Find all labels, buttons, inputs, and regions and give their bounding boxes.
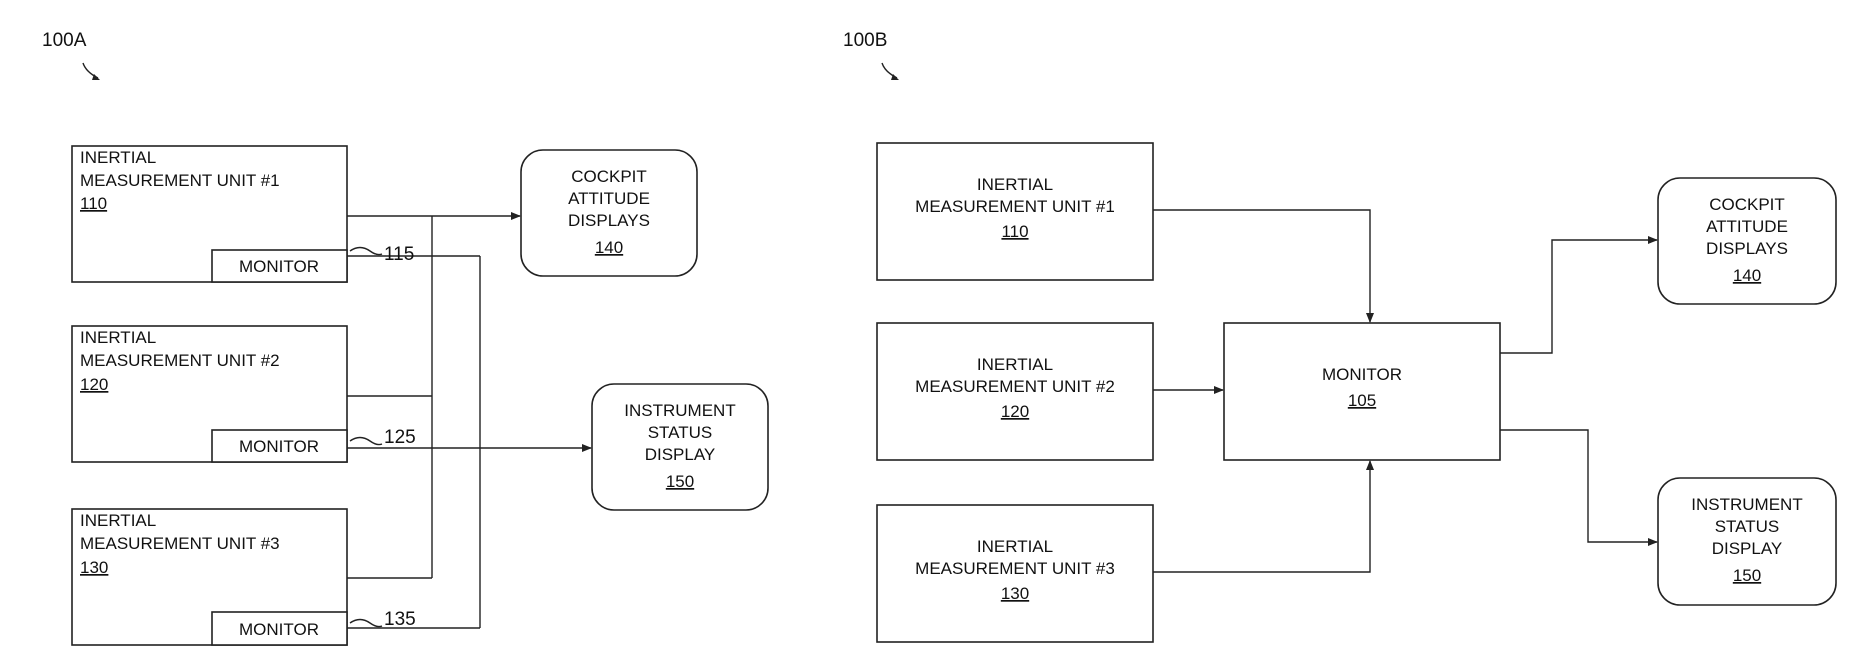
- status-b-line3: DISPLAY: [1712, 539, 1783, 558]
- imu-2-a-line1: INERTIAL: [80, 328, 156, 347]
- monitor-3-a-label: MONITOR: [239, 620, 319, 639]
- imu-1-a-line1: INERTIAL: [80, 148, 156, 167]
- imu-box-1-a: INERTIAL MEASUREMENT UNIT #1 110 MONITOR: [72, 146, 347, 282]
- monitor-ref-1-a-text: 115: [384, 244, 414, 265]
- cockpit-displays-b: COCKPIT ATTITUDE DISPLAYS 140: [1658, 178, 1836, 304]
- monitor-ref-2-a-text: 125: [384, 427, 416, 448]
- cockpit-b-line1: COCKPIT: [1709, 195, 1785, 214]
- cockpit-a-line1: COCKPIT: [571, 167, 647, 186]
- status-b-line1: INSTRUMENT: [1691, 495, 1802, 514]
- status-display-b: INSTRUMENT STATUS DISPLAY 150: [1658, 478, 1836, 605]
- status-b-number: 150: [1733, 566, 1761, 585]
- cockpit-a-line3: DISPLAYS: [568, 211, 650, 230]
- cockpit-displays-a: COCKPIT ATTITUDE DISPLAYS 140: [521, 150, 697, 276]
- imu-3-b-line2: MEASUREMENT UNIT #3: [915, 559, 1115, 578]
- imu-1-b-line1: INERTIAL: [977, 175, 1053, 194]
- cockpit-a-number: 140: [595, 238, 623, 257]
- status-b-line2: STATUS: [1715, 517, 1780, 536]
- imu-3-b-line1: INERTIAL: [977, 537, 1053, 556]
- figure-a-ref-arrow: [83, 63, 100, 80]
- imu-box-1-b: INERTIAL MEASUREMENT UNIT #1 110: [877, 143, 1153, 280]
- status-a-line2: STATUS: [648, 423, 713, 442]
- imu-box-3-a: INERTIAL MEASUREMENT UNIT #3 130 MONITOR: [72, 509, 347, 645]
- monitor-b-number: 105: [1348, 391, 1376, 410]
- imu-2-b-line2: MEASUREMENT UNIT #2: [915, 377, 1115, 396]
- status-a-number: 150: [666, 472, 694, 491]
- figure-100a: 100A INERTIAL MEASUREMENT UNIT #1 110 MO…: [42, 30, 768, 645]
- figure-a-ref: 100A: [42, 30, 87, 51]
- imu-1-a-line2: MEASUREMENT UNIT #1: [80, 171, 280, 190]
- imu-1-a-number: 110: [80, 194, 107, 213]
- imu-3-b-number: 130: [1001, 584, 1029, 603]
- imu-box-2-b: INERTIAL MEASUREMENT UNIT #2 120: [877, 323, 1153, 460]
- imu-1-b-number: 110: [1001, 222, 1028, 241]
- monitor-1-a-label: MONITOR: [239, 257, 319, 276]
- figure-100b: 100B INERTIAL MEASUREMENT UNIT #1 110 IN…: [843, 30, 1836, 642]
- imu-2-b-number: 120: [1001, 402, 1029, 421]
- imu-2-a-line2: MEASUREMENT UNIT #2: [80, 351, 280, 370]
- cockpit-a-line2: ATTITUDE: [568, 189, 650, 208]
- monitor-ref-2-a: 125: [350, 427, 416, 448]
- imu-3-a-line2: MEASUREMENT UNIT #3: [80, 534, 280, 553]
- monitor-2-a-label: MONITOR: [239, 437, 319, 456]
- imu-3-a-number: 130: [80, 558, 108, 577]
- wire-imu3-to-monitor-b: [1153, 461, 1370, 572]
- imu-box-3-b: INERTIAL MEASUREMENT UNIT #3 130: [877, 505, 1153, 642]
- wire-imu1-to-monitor-b: [1153, 210, 1370, 322]
- data-bus-a: [347, 216, 520, 578]
- figure-b-ref-arrow: [882, 63, 899, 80]
- status-display-a: INSTRUMENT STATUS DISPLAY 150: [592, 384, 768, 510]
- imu-2-a-number: 120: [80, 375, 108, 394]
- monitor-ref-3-a: 135: [350, 609, 416, 630]
- status-a-line3: DISPLAY: [645, 445, 716, 464]
- monitor-ref-3-a-text: 135: [384, 609, 416, 630]
- status-a-line1: INSTRUMENT: [624, 401, 735, 420]
- cockpit-b-line3: DISPLAYS: [1706, 239, 1788, 258]
- monitor-b-label: MONITOR: [1322, 365, 1402, 384]
- monitor-box-b: MONITOR 105: [1224, 323, 1500, 460]
- imu-3-a-line1: INERTIAL: [80, 511, 156, 530]
- figure-b-ref: 100B: [843, 30, 887, 51]
- cockpit-b-line2: ATTITUDE: [1706, 217, 1788, 236]
- monitor-ref-1-a: 115: [350, 244, 414, 265]
- imu-2-b-line1: INERTIAL: [977, 355, 1053, 374]
- imu-1-b-line2: MEASUREMENT UNIT #1: [915, 197, 1115, 216]
- wire-monitor-to-cockpit-b: [1500, 240, 1657, 353]
- imu-box-2-a: INERTIAL MEASUREMENT UNIT #2 120 MONITOR: [72, 326, 347, 462]
- wire-monitor-to-status-b: [1500, 430, 1657, 542]
- cockpit-b-number: 140: [1733, 266, 1761, 285]
